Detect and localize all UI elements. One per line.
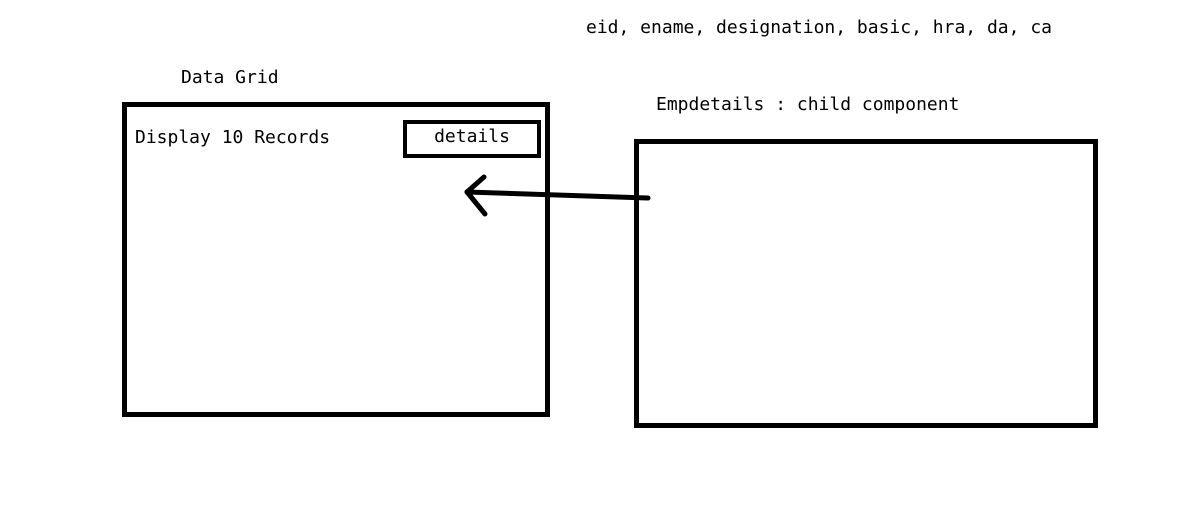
child-component-title: Empdetails : child component	[656, 94, 960, 115]
data-grid-box	[122, 102, 550, 417]
display-records-text: Display 10 Records	[135, 127, 331, 148]
details-button-label: details	[434, 126, 510, 147]
arrow-head	[464, 174, 488, 217]
child-component-box	[634, 139, 1098, 428]
data-grid-title: Data Grid	[181, 67, 279, 88]
details-button[interactable]: details	[403, 120, 541, 158]
field-list-text: eid, ename, designation, basic, hra, da,…	[586, 17, 1052, 38]
arrow-shaft	[464, 189, 651, 201]
